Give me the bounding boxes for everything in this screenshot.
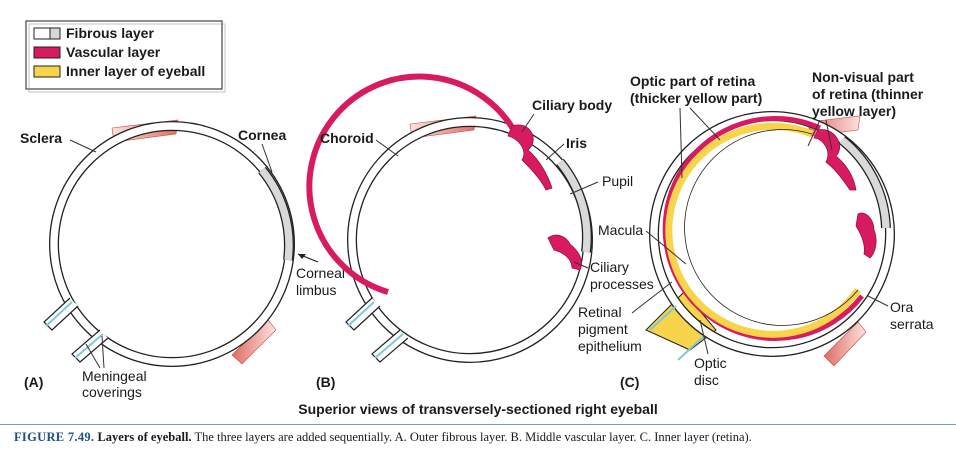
label-optic-part-2: (thicker yellow part) xyxy=(630,90,762,106)
muscle-bottom-c xyxy=(823,321,867,367)
arrowhead-limbus xyxy=(298,254,306,259)
cornea-a xyxy=(259,167,293,261)
label-ciliary-body: Ciliary body xyxy=(532,97,612,113)
panel-tag-a: (A) xyxy=(24,374,43,390)
legend-swatch-cornea-part xyxy=(49,27,61,40)
legend-label-inner: Inner layer of eyeball xyxy=(66,63,205,79)
label-pupil: Pupil xyxy=(602,173,633,189)
label-ciliary-processes-2: processes xyxy=(590,276,654,292)
leader-ora xyxy=(867,295,889,307)
diagram-subtitle: Superior views of transversely-sectioned… xyxy=(298,401,657,417)
leader-pupil xyxy=(569,181,599,195)
figure-label: FIGURE 7.49. xyxy=(14,430,95,444)
caption-text: The three layers are added sequentially.… xyxy=(194,430,752,444)
cornea-c xyxy=(839,137,890,229)
label-meningeal-2: coverings xyxy=(82,384,142,400)
leader-nonvisual-2 xyxy=(825,119,833,151)
label-iris: Iris xyxy=(566,135,587,151)
legend-item-fibrous: Fibrous layer xyxy=(33,25,154,41)
leader-sclera xyxy=(69,139,97,153)
leader-meningeal-1 xyxy=(85,343,101,369)
label-rpe-2: pigment xyxy=(578,321,628,337)
retina-inner-edge-c xyxy=(684,129,859,326)
caption-heading: Layers of eyeball. xyxy=(97,430,192,444)
leader-macula xyxy=(645,230,687,265)
nerve-upper-a xyxy=(43,297,79,331)
ciliary-body-b xyxy=(507,124,553,191)
label-optic-disc-1: Optic xyxy=(694,355,727,371)
label-optic-part-1: Optic part of retina xyxy=(630,73,755,89)
label-corneal-limbus-2: limbus xyxy=(296,282,336,298)
leader-optic-part-2 xyxy=(689,107,721,141)
legend-item-vascular: Vascular layer xyxy=(33,44,161,60)
panel-a: Sclera Cornea Corneal limbus Meningeal c… xyxy=(20,119,345,400)
label-ora-1: Ora xyxy=(890,299,914,315)
eyeball-layers-diagram: Fibrous layer Vascular layer Inner layer… xyxy=(20,20,934,417)
panel-tag-b: (B) xyxy=(316,374,335,390)
leader-ciliary-body xyxy=(521,113,535,133)
legend: Fibrous layer Vascular layer Inner layer… xyxy=(25,20,226,93)
legend-label-vascular: Vascular layer xyxy=(66,44,161,60)
nerve-line-lower-c xyxy=(677,335,705,361)
leader-optic-part-1 xyxy=(679,107,683,179)
nerve-upper-b xyxy=(345,297,381,331)
nerve-line-lower-a xyxy=(74,333,104,359)
label-nonvisual-2: of retina (thinner xyxy=(812,86,924,102)
ciliary-processes-c xyxy=(855,212,877,259)
nerve-line-upper-c xyxy=(649,305,677,331)
nerve-line-upper-a xyxy=(45,301,73,327)
leader-choroid xyxy=(375,139,399,157)
retina-optic-part-c xyxy=(665,122,861,338)
legend-swatch-vascular xyxy=(33,46,61,59)
nerve-line-upper-b xyxy=(347,301,375,327)
ciliary-body-c xyxy=(813,129,857,191)
label-sclera: Sclera xyxy=(20,130,62,146)
label-ora-2: serrata xyxy=(890,316,934,332)
sclera-fill-a xyxy=(50,122,294,366)
leader-iris xyxy=(545,143,565,161)
leader-cornea xyxy=(261,143,273,173)
panel-b: Choroid Ciliary body Iris Pupil Ciliary … xyxy=(306,73,654,390)
leader-ciliary-processes xyxy=(573,261,589,269)
legend-shadow xyxy=(28,23,226,93)
legend-item-inner: Inner layer of eyeball xyxy=(33,63,205,79)
leader-rpe xyxy=(631,281,673,314)
label-rpe-3: epithelium xyxy=(578,338,642,354)
panel-tag-c: (C) xyxy=(620,374,639,390)
label-nonvisual-3: yellow layer) xyxy=(812,103,896,119)
nerve-line-lower-b xyxy=(374,333,404,359)
cornea-b xyxy=(557,159,591,253)
label-macula: Macula xyxy=(598,222,643,238)
label-corneal-limbus-1: Corneal xyxy=(296,265,345,281)
label-rpe-1: Retinal xyxy=(578,304,622,320)
leader-nonvisual-1 xyxy=(807,119,821,147)
figure-caption: FIGURE 7.49. Layers of eyeball. The thre… xyxy=(14,430,752,445)
label-cornea: Cornea xyxy=(238,127,286,143)
leader-optic-disc xyxy=(699,319,709,355)
label-ciliary-processes-1: Ciliary xyxy=(590,259,629,275)
panel-c: Optic part of retina (thicker yellow par… xyxy=(578,69,934,390)
ciliary-processes-b xyxy=(547,234,582,271)
label-nonvisual-1: Non-visual part xyxy=(812,69,914,85)
label-meningeal-1: Meningeal xyxy=(82,368,147,384)
label-optic-disc-2: disc xyxy=(694,372,719,388)
figure-caption-bar: FIGURE 7.49. Layers of eyeball. The thre… xyxy=(0,424,956,451)
leader-meningeal-2 xyxy=(101,335,105,369)
label-choroid: Choroid xyxy=(320,130,374,146)
choroid-b xyxy=(306,73,519,295)
legend-swatch-inner xyxy=(33,65,61,78)
legend-label-fibrous: Fibrous layer xyxy=(66,25,154,41)
